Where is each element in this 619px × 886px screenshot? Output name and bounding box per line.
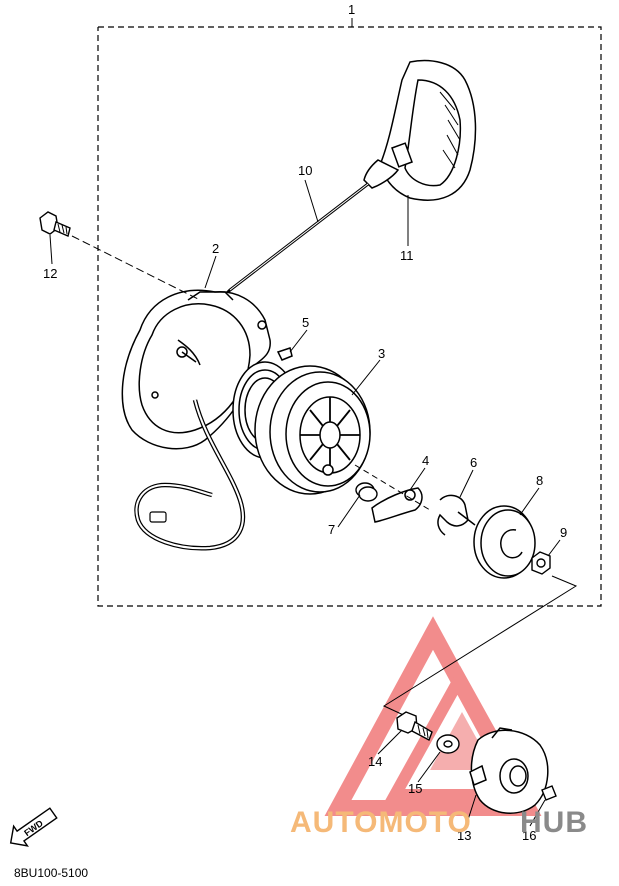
starter-pulley [469, 727, 549, 814]
nut [531, 551, 551, 575]
callout-5: 5 [302, 315, 309, 330]
callout-2: 2 [212, 241, 219, 256]
callout-10: 10 [298, 163, 312, 178]
watermark-text-part2: HUB [520, 806, 588, 839]
sheave-drum [254, 365, 371, 495]
starter-handle [363, 59, 477, 201]
bolt-12 [39, 211, 71, 237]
fwd-arrow-icon: FWD [9, 807, 58, 847]
callout-14: 14 [368, 754, 382, 769]
callout-8: 8 [536, 473, 543, 488]
diagram-code: 8BU100-5100 [14, 866, 89, 880]
washer [436, 734, 460, 754]
callout-12: 12 [43, 266, 57, 281]
drive-plate [473, 505, 536, 579]
axis-dashed-line [354, 464, 431, 511]
callout-16: 16 [522, 828, 536, 843]
watermark-text-part1: AUTOMOTO [290, 806, 472, 839]
friction-spring [437, 494, 476, 536]
callout-6: 6 [470, 455, 477, 470]
callout-9: 9 [560, 525, 567, 540]
leader-lines [49, 179, 561, 827]
callout-15: 15 [408, 781, 422, 796]
lower-group-pointer [382, 575, 578, 719]
callout-1: 1 [348, 2, 355, 17]
bolt-14 [396, 711, 433, 741]
callout-13: 13 [457, 828, 471, 843]
hose-clip [149, 511, 167, 523]
pawl [371, 487, 423, 523]
small-spring [355, 482, 378, 502]
callout-7: 7 [328, 522, 335, 537]
callout-4: 4 [422, 453, 429, 468]
bolt-12-dashed-leader [71, 235, 201, 301]
callout-11: 11 [400, 248, 414, 263]
key [541, 785, 557, 801]
assembly-boundary [97, 26, 602, 607]
callout-3: 3 [378, 346, 385, 361]
